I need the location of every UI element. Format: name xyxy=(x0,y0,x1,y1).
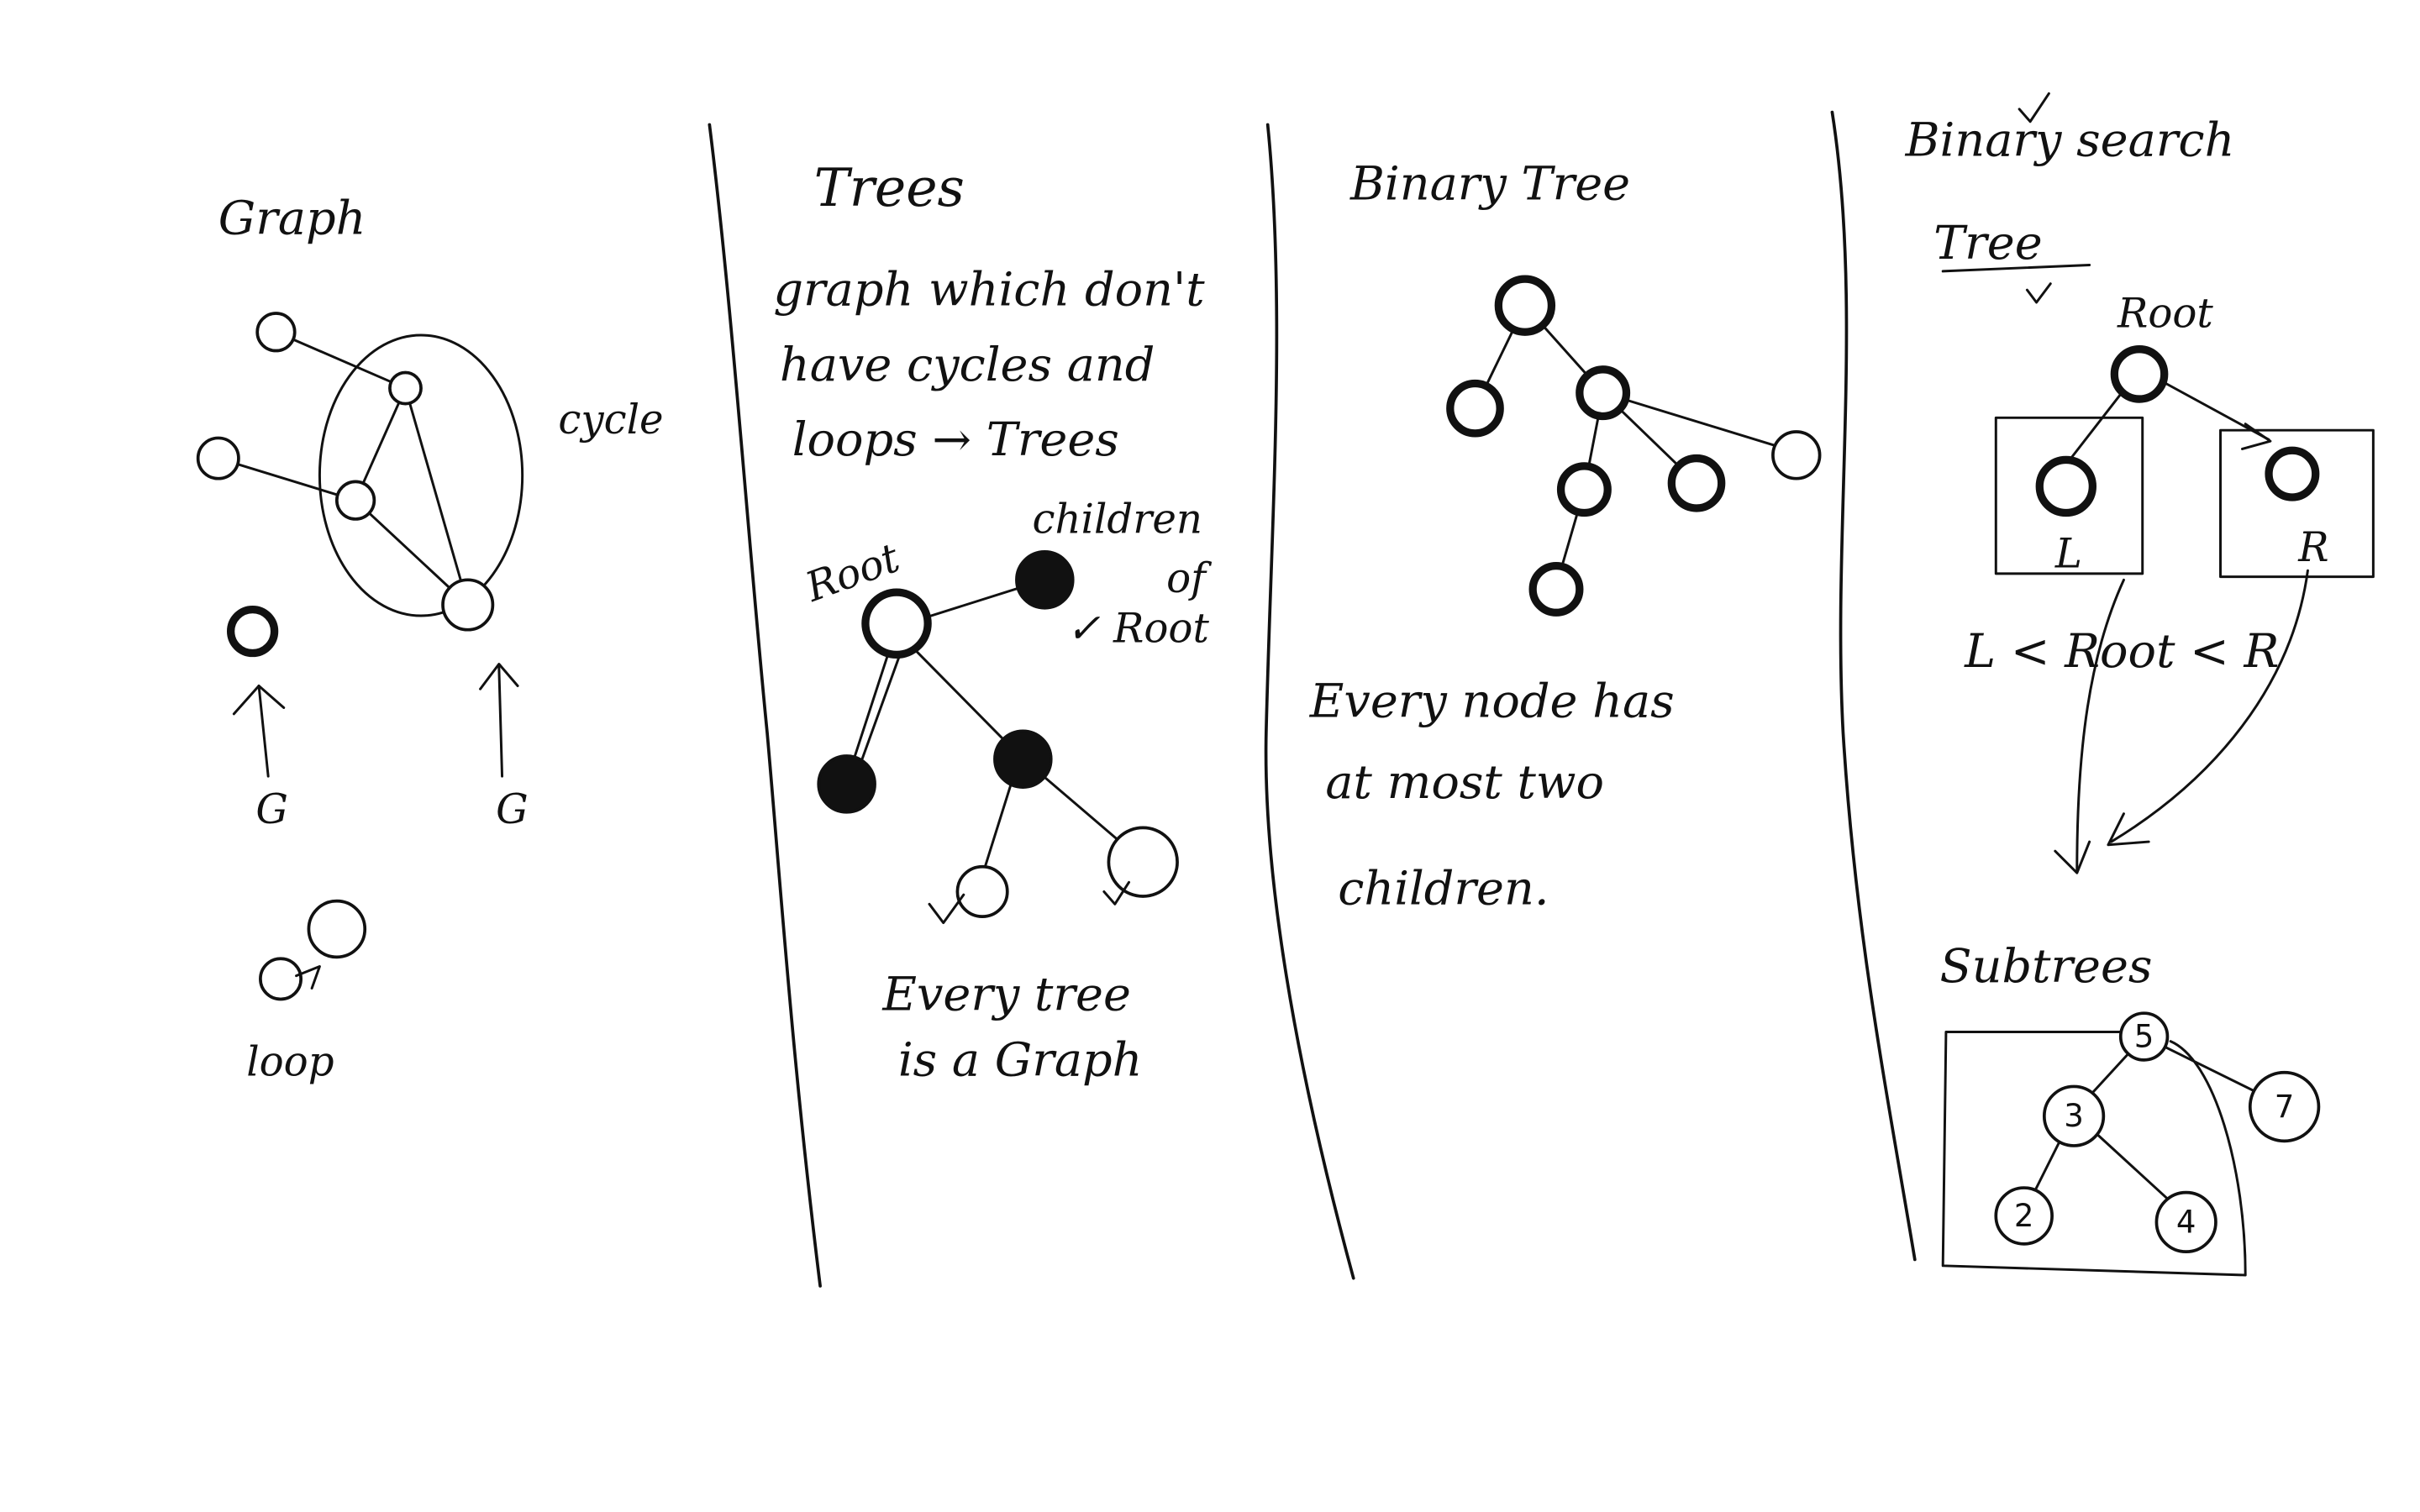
graph-edge xyxy=(217,457,357,502)
graph-panel: Graph cycle G G loop xyxy=(196,191,664,1085)
svg-text:7: 7 xyxy=(2275,1089,2295,1125)
arrow-label-left: G xyxy=(255,786,288,833)
trees-panel: Trees graph which don't have cycles and … xyxy=(773,156,1212,1087)
tick-mark xyxy=(2018,92,2050,123)
btree-node xyxy=(1576,365,1631,421)
children-line-1: children xyxy=(1032,496,1202,543)
title-underline xyxy=(1941,263,2091,273)
svg-text:4: 4 xyxy=(2176,1204,2196,1240)
svg-text:2: 2 xyxy=(2014,1198,2034,1234)
bst-root-label: Root xyxy=(2117,291,2213,338)
children-line-2: of xyxy=(1166,555,1212,602)
tick-mark xyxy=(1102,880,1131,906)
btree-node xyxy=(1446,379,1504,438)
arrow-head xyxy=(2107,812,2150,847)
svg-text:3: 3 xyxy=(2064,1098,2084,1134)
tree-child-node xyxy=(1015,550,1075,610)
bst-left-node xyxy=(2035,455,2096,517)
subtree-node-4: 4 xyxy=(2154,1190,2217,1253)
trees-definition-line-3: loops → Trees xyxy=(792,412,1119,467)
tree-edge xyxy=(848,641,893,774)
subtree-node-3: 3 xyxy=(2042,1084,2106,1147)
trees-title: Trees xyxy=(814,156,965,218)
bst-inequality: L < Root < R xyxy=(1964,624,2279,679)
arrow-up-right xyxy=(497,665,504,778)
subtree-node-5: 5 xyxy=(2118,1011,2170,1062)
cycle-oval xyxy=(318,333,524,617)
bst-panel: Binary search Tree Root L R L < Root < R… xyxy=(1905,92,2375,1277)
graph-node xyxy=(255,312,297,353)
graph-edge xyxy=(274,330,407,390)
bst-title-line-1: Binary search xyxy=(1905,113,2235,168)
tree-root-node xyxy=(861,588,932,659)
binary-rule-line-3: children. xyxy=(1338,861,1549,916)
svg-text:5: 5 xyxy=(2134,1019,2154,1055)
btree-node xyxy=(1494,275,1556,336)
children-line-3: ✓ Root xyxy=(1066,606,1209,653)
subtrees-label: Subtrees xyxy=(1939,939,2152,994)
cycle-label: cycle xyxy=(558,396,663,444)
divider-line-2 xyxy=(1264,123,1355,1280)
subtree-node-2: 2 xyxy=(1994,1186,2054,1246)
loop-arrow-head xyxy=(295,965,321,990)
binary-tree-title: Binary Tree xyxy=(1349,157,1630,212)
right-box-label: R xyxy=(2297,524,2328,571)
graph-node xyxy=(196,436,240,480)
bst-title-line-2: Tree xyxy=(1933,216,2043,270)
graph-node xyxy=(334,480,376,521)
left-subtree-box xyxy=(1994,416,2144,575)
bst-root-node xyxy=(2110,345,2169,403)
arrow-head xyxy=(232,685,286,716)
tree-child-node xyxy=(993,729,1053,789)
right-subtree-box xyxy=(2219,428,2375,579)
bst-edge xyxy=(2147,372,2270,441)
trees-definition-line-2: have cycles and xyxy=(780,338,1155,392)
binary-rule-line-2: at most two xyxy=(1325,755,1604,810)
subtree-node-7: 7 xyxy=(2248,1070,2321,1143)
arrow-down-left xyxy=(2075,578,2125,871)
trees-footer-line-2: is a Graph xyxy=(898,1032,1143,1087)
loop-node xyxy=(259,957,303,1001)
tick-mark xyxy=(2025,282,2052,304)
graph-title: Graph xyxy=(218,191,366,245)
divider-line-3 xyxy=(1830,110,1917,1262)
bst-right-node xyxy=(2265,446,2320,501)
tree-child-node xyxy=(817,754,876,814)
loop-curve xyxy=(307,899,367,959)
trees-definition-line-1: graph which don't xyxy=(773,263,1205,318)
arrow-down-right xyxy=(2110,569,2309,843)
btree-node xyxy=(1556,462,1612,517)
tree-edge xyxy=(856,641,906,774)
btree-node xyxy=(1528,561,1584,617)
subtree-box xyxy=(1941,1030,2247,1277)
graph-edge xyxy=(354,386,407,502)
tick-mark xyxy=(928,893,965,925)
graph-edge xyxy=(403,386,470,606)
binary-rule-line-1: Every node has xyxy=(1309,675,1675,729)
arrow-up-left xyxy=(257,685,270,778)
tree-leaf-node xyxy=(955,864,1009,919)
left-box-label: L xyxy=(2054,530,2082,577)
loop-label: loop xyxy=(246,1038,334,1085)
binary-tree-panel: Binary Tree Every node has at most two c… xyxy=(1309,157,1822,916)
graph-node-isolated xyxy=(227,605,279,658)
btree-edge xyxy=(1602,391,1798,454)
tree-edge xyxy=(906,641,1022,758)
trees-footer-line-1: Every tree xyxy=(881,967,1131,1021)
btree-node xyxy=(1771,430,1822,480)
arrow-head xyxy=(479,663,519,690)
tree-leaf-node xyxy=(1107,826,1179,898)
graph-node xyxy=(388,370,423,406)
graph-node xyxy=(441,578,495,632)
divider-line-1 xyxy=(708,123,822,1288)
btree-node xyxy=(1667,454,1726,512)
arrow-label-right: G xyxy=(496,786,529,833)
arrow-head xyxy=(2054,840,2091,874)
